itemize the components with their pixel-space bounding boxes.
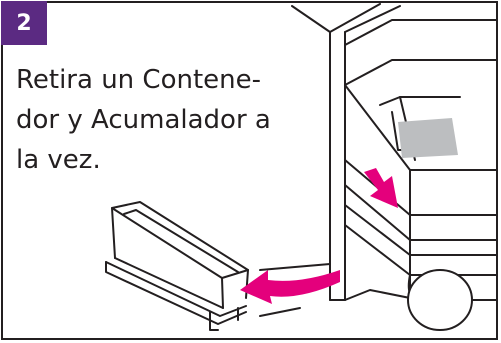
- step-number-badge: 2: [1, 1, 47, 45]
- instruction-line-1: Retira un Contene-: [16, 65, 262, 95]
- instruction-line-3: la vez.: [16, 145, 101, 175]
- step-number: 2: [16, 10, 32, 36]
- instruction-line-2: dor y Acumalador a: [16, 105, 271, 135]
- pull-arrow-icon: [240, 270, 340, 304]
- instruction-text: Retira un Contene- dor y Acumalador a la…: [16, 60, 286, 180]
- removed-container-icon: [105, 201, 249, 331]
- container-with-accumulator-icon: [344, 59, 496, 331]
- push-arrow-icon: [364, 168, 398, 208]
